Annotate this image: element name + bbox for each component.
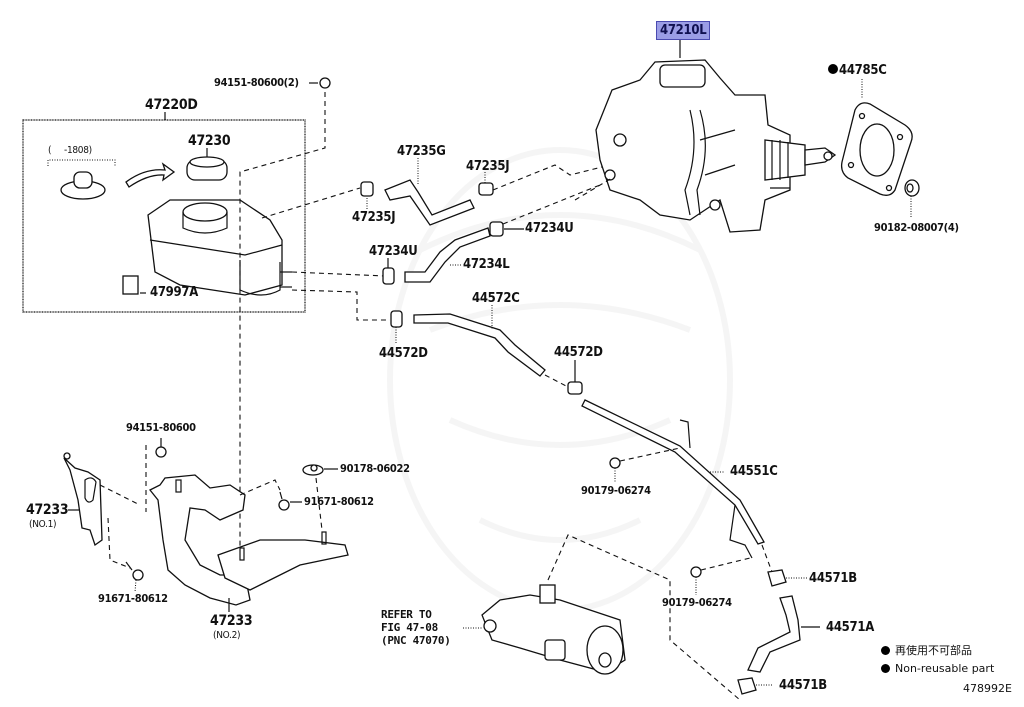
part-label-94151-80600[interactable]: 94151-80600	[126, 421, 196, 434]
bolt-91671-80612	[125, 561, 144, 581]
part-label-44571A[interactable]: 44571A	[826, 620, 874, 635]
refer-line-1: REFER TO	[381, 608, 432, 621]
non-reusable-dot-icon	[881, 646, 890, 655]
clamp-47235J	[360, 181, 374, 197]
part-label-91671-80612[interactable]: 91671-80612	[304, 495, 374, 508]
part-label-47234U[interactable]: 47234U	[369, 244, 418, 259]
hose-44571A	[747, 595, 801, 673]
clamp-47235J	[478, 182, 494, 196]
reservoir-kit-box	[22, 119, 306, 313]
part-label-44785C[interactable]: 44785C	[828, 63, 887, 78]
legend-text-jp: 再使用不可部品	[895, 644, 972, 657]
part-label-47220D[interactable]: 47220D	[145, 97, 198, 113]
nut-icon	[319, 77, 331, 89]
figure-id: 478992E	[963, 682, 1012, 695]
brake-pump-motor	[481, 584, 626, 675]
part-label-44572D[interactable]: 44572D	[554, 345, 603, 360]
legend: 再使用不可部品 Non-reusable part	[881, 642, 994, 675]
nut-94151-80600	[155, 446, 167, 458]
part-label-94151-80600-2[interactable]: 94151-80600(2)	[214, 76, 299, 89]
nut-90182-08007	[904, 179, 920, 197]
clamp-44571B	[767, 569, 787, 587]
reservoir-cap	[186, 156, 228, 181]
part-label-91671-80612[interactable]: 91671-80612	[98, 592, 168, 605]
pipe-44551C	[581, 399, 765, 545]
part-label-47234U[interactable]: 47234U	[525, 221, 574, 236]
part-label-47234L[interactable]: 47234L	[463, 257, 510, 272]
refer-line-3: (PNC 47070)	[381, 634, 451, 647]
caution-label-sticker	[122, 275, 139, 295]
part-label-90179-06274[interactable]: 90179-06274	[662, 596, 732, 609]
clamp-44572D	[567, 381, 583, 395]
part-label-44572D[interactable]: 44572D	[379, 346, 428, 361]
part-label-44571B[interactable]: 44571B	[779, 678, 827, 693]
refer-line-2: FIG 47-08	[381, 621, 438, 634]
refer-to-figure-note[interactable]: REFER TO FIG 47-08 (PNC 47070)	[381, 609, 451, 646]
nut-90178-06022	[302, 464, 324, 476]
applicability-note-1808: ( -1808)	[48, 145, 92, 156]
bracket-47233-no1	[63, 452, 103, 547]
part-variant-no1: (NO.1)	[29, 519, 57, 530]
part-label-44571B[interactable]: 44571B	[809, 571, 857, 586]
clamp-47234U	[489, 221, 504, 237]
part-label-47235J[interactable]: 47235J	[466, 159, 510, 174]
clamp-47234U	[382, 267, 395, 285]
part-label-44572C[interactable]: 44572C	[472, 291, 520, 306]
part-variant-no2: (NO.2)	[213, 630, 241, 641]
part-label-47210L[interactable]: 47210L	[656, 21, 711, 40]
part-label-47235G[interactable]: 47235G	[397, 144, 446, 159]
legend-item-jp: 再使用不可部品	[881, 642, 994, 658]
part-label-47235J[interactable]: 47235J	[352, 210, 396, 225]
old-reservoir-cap	[60, 171, 106, 200]
non-reusable-dot-icon	[828, 64, 838, 74]
part-label-47230[interactable]: 47230	[188, 133, 231, 149]
bracket-47233-no2	[148, 474, 349, 606]
clamp-44571B	[737, 677, 757, 695]
brake-fluid-reservoir	[147, 199, 292, 296]
part-number: 44785C	[839, 63, 887, 78]
part-label-90178-06022[interactable]: 90178-06022	[340, 462, 410, 475]
hose-47234L	[404, 227, 491, 283]
nut-90179-06274	[609, 457, 621, 469]
replacement-arrow-icon	[125, 162, 176, 188]
part-label-90179-06274[interactable]: 90179-06274	[581, 484, 651, 497]
clamp-44572D	[390, 310, 403, 328]
legend-item-en: Non-reusable part	[881, 662, 994, 675]
brake-booster-assembly	[595, 59, 837, 233]
gasket-44785C	[840, 102, 913, 196]
legend-text-en: Non-reusable part	[895, 662, 995, 675]
part-label-47233-no1[interactable]: 47233	[26, 502, 69, 518]
part-label-47997A[interactable]: 47997A	[150, 285, 198, 300]
part-label-44551C[interactable]: 44551C	[730, 464, 778, 479]
non-reusable-dot-icon	[881, 664, 890, 673]
part-label-90182-08007[interactable]: 90182-08007(4)	[874, 221, 959, 234]
hose-47235G	[384, 179, 475, 226]
nut-90179-06274	[690, 566, 702, 578]
part-label-47233-no2[interactable]: 47233	[210, 613, 253, 629]
hose-44572C	[413, 313, 546, 377]
bolt-91671-80612	[278, 491, 290, 511]
